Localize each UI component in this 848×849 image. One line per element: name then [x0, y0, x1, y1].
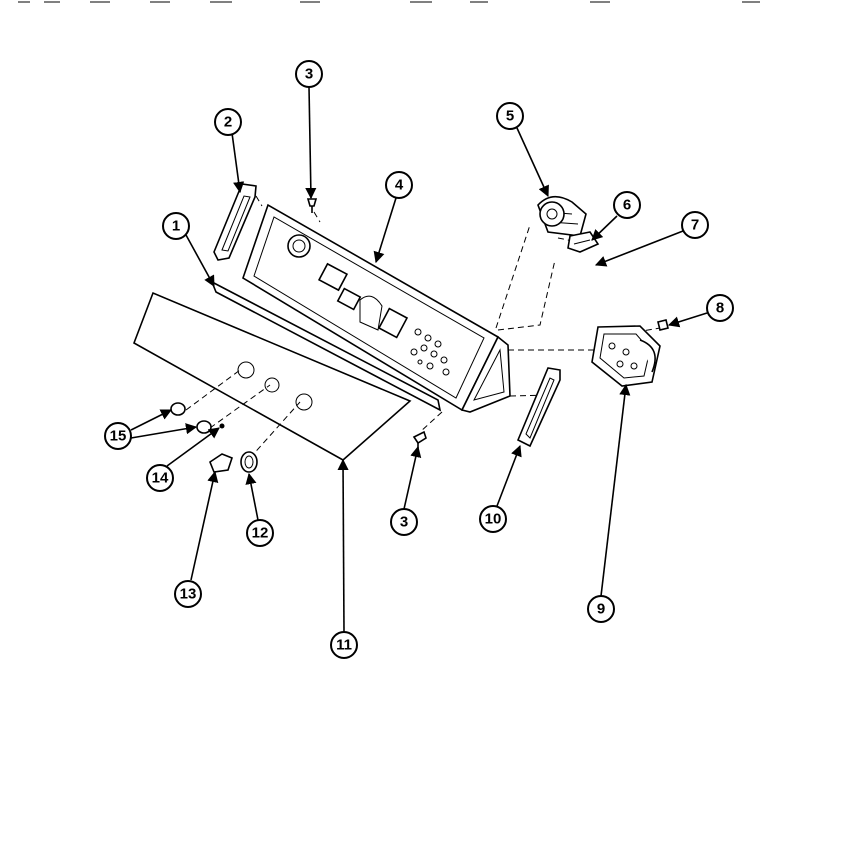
left-end-cap	[213, 183, 257, 261]
screw-bottom	[412, 430, 427, 449]
knob	[240, 451, 258, 473]
svg-text:7: 7	[691, 217, 699, 234]
callout-8: 8	[706, 294, 734, 322]
callout-1: 1	[162, 212, 190, 240]
svg-text:2: 2	[224, 114, 232, 131]
screw-8	[657, 319, 669, 331]
callout-4: 4	[385, 171, 413, 199]
svg-text:9: 9	[597, 601, 605, 618]
pin	[219, 423, 225, 429]
svg-text:6: 6	[623, 197, 631, 214]
callout-3-top: 3	[295, 60, 323, 88]
callout-15: 15	[104, 422, 132, 450]
switch-block	[567, 231, 600, 253]
callout-5: 5	[496, 102, 524, 130]
svg-text:3: 3	[400, 514, 408, 531]
svg-text:13: 13	[180, 586, 197, 603]
leader-lines	[130, 86, 708, 633]
svg-text:1: 1	[172, 218, 180, 235]
svg-text:4: 4	[395, 177, 404, 194]
callout-2: 2	[214, 108, 242, 136]
callout-10: 10	[479, 505, 507, 533]
callout-9: 9	[587, 595, 615, 623]
callout-6: 6	[613, 191, 641, 219]
timer-assembly	[591, 325, 661, 387]
svg-text:5: 5	[506, 108, 514, 125]
switch-assembly	[537, 195, 587, 237]
svg-text:10: 10	[485, 511, 502, 528]
svg-text:15: 15	[110, 428, 127, 445]
console-housing	[242, 203, 511, 413]
callout-3-bottom: 3	[390, 508, 418, 536]
screw-top	[306, 198, 318, 213]
svg-text:12: 12	[252, 525, 269, 542]
callout-13: 13	[174, 580, 202, 608]
callout-14: 14	[146, 464, 174, 492]
callout-12: 12	[246, 519, 274, 547]
callout-7: 7	[681, 211, 709, 239]
svg-text:11: 11	[336, 637, 352, 654]
front-panel	[133, 291, 412, 461]
svg-text:3: 3	[305, 66, 313, 83]
assembly-lines	[185, 195, 661, 459]
callout-11: 11	[330, 631, 358, 659]
right-end-cap	[516, 367, 561, 448]
svg-text:8: 8	[716, 300, 724, 317]
trim-strip	[210, 280, 442, 412]
circuit-board-holes	[410, 328, 450, 376]
clip	[209, 453, 233, 473]
svg-text:14: 14	[152, 470, 169, 487]
